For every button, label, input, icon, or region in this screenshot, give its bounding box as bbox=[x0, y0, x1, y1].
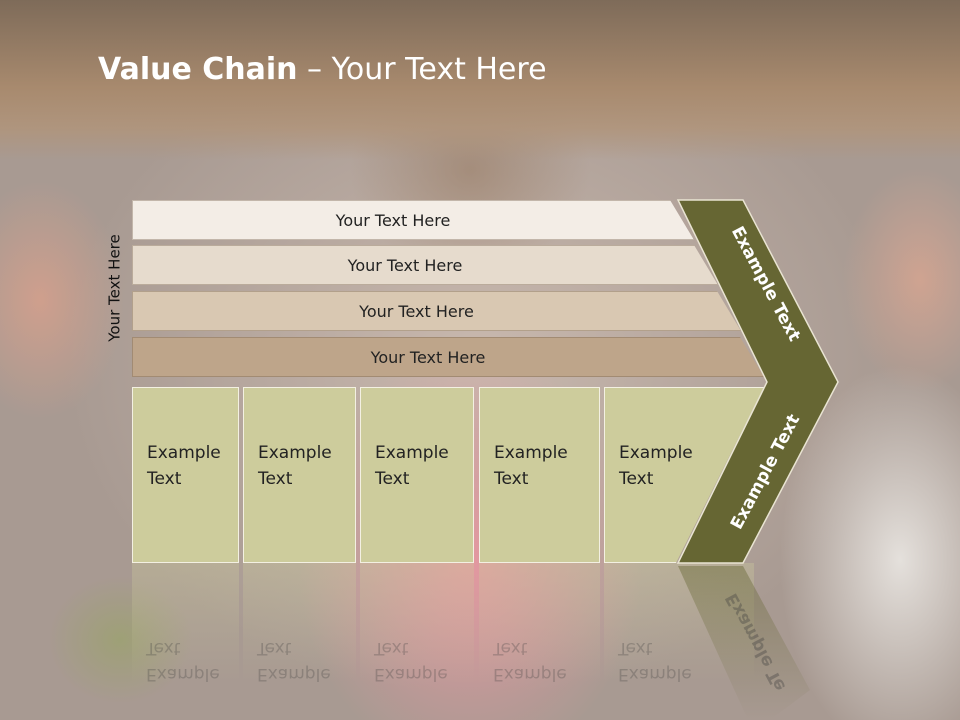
activity-column-3: Example Text bbox=[360, 387, 474, 563]
value-bar-label: Your Text Here bbox=[347, 255, 463, 275]
column-label: Example Text bbox=[258, 443, 332, 489]
column-label: Example Text bbox=[147, 443, 221, 489]
chevron-shape bbox=[676, 199, 839, 564]
title-rest-part: – Your Text Here bbox=[297, 52, 547, 87]
activity-column-2: Example Text bbox=[243, 387, 356, 563]
value-bar-2: Your Text Here bbox=[132, 245, 718, 285]
column-label: Example Text bbox=[494, 443, 568, 489]
activity-column-1: Example Text bbox=[132, 387, 239, 563]
value-bar-1: Your Text Here bbox=[132, 200, 694, 240]
value-bar-3: Your Text Here bbox=[132, 291, 741, 331]
value-bar-4: Your Text Here bbox=[132, 337, 764, 377]
value-bar-label: Your Text Here bbox=[335, 210, 451, 230]
column-label: Example Text bbox=[375, 443, 449, 489]
title-bold-part: Value Chain bbox=[98, 52, 298, 87]
slide-title: Value Chain – Your Text Here bbox=[98, 52, 547, 87]
value-bar-label: Your Text Here bbox=[370, 347, 486, 367]
column-label: Example Text bbox=[619, 443, 693, 489]
value-bar-label: Your Text Here bbox=[359, 301, 474, 321]
chevron-reflection-shape bbox=[678, 566, 810, 720]
title-band bbox=[0, 0, 960, 160]
activity-column-4: Example Text bbox=[479, 387, 600, 563]
